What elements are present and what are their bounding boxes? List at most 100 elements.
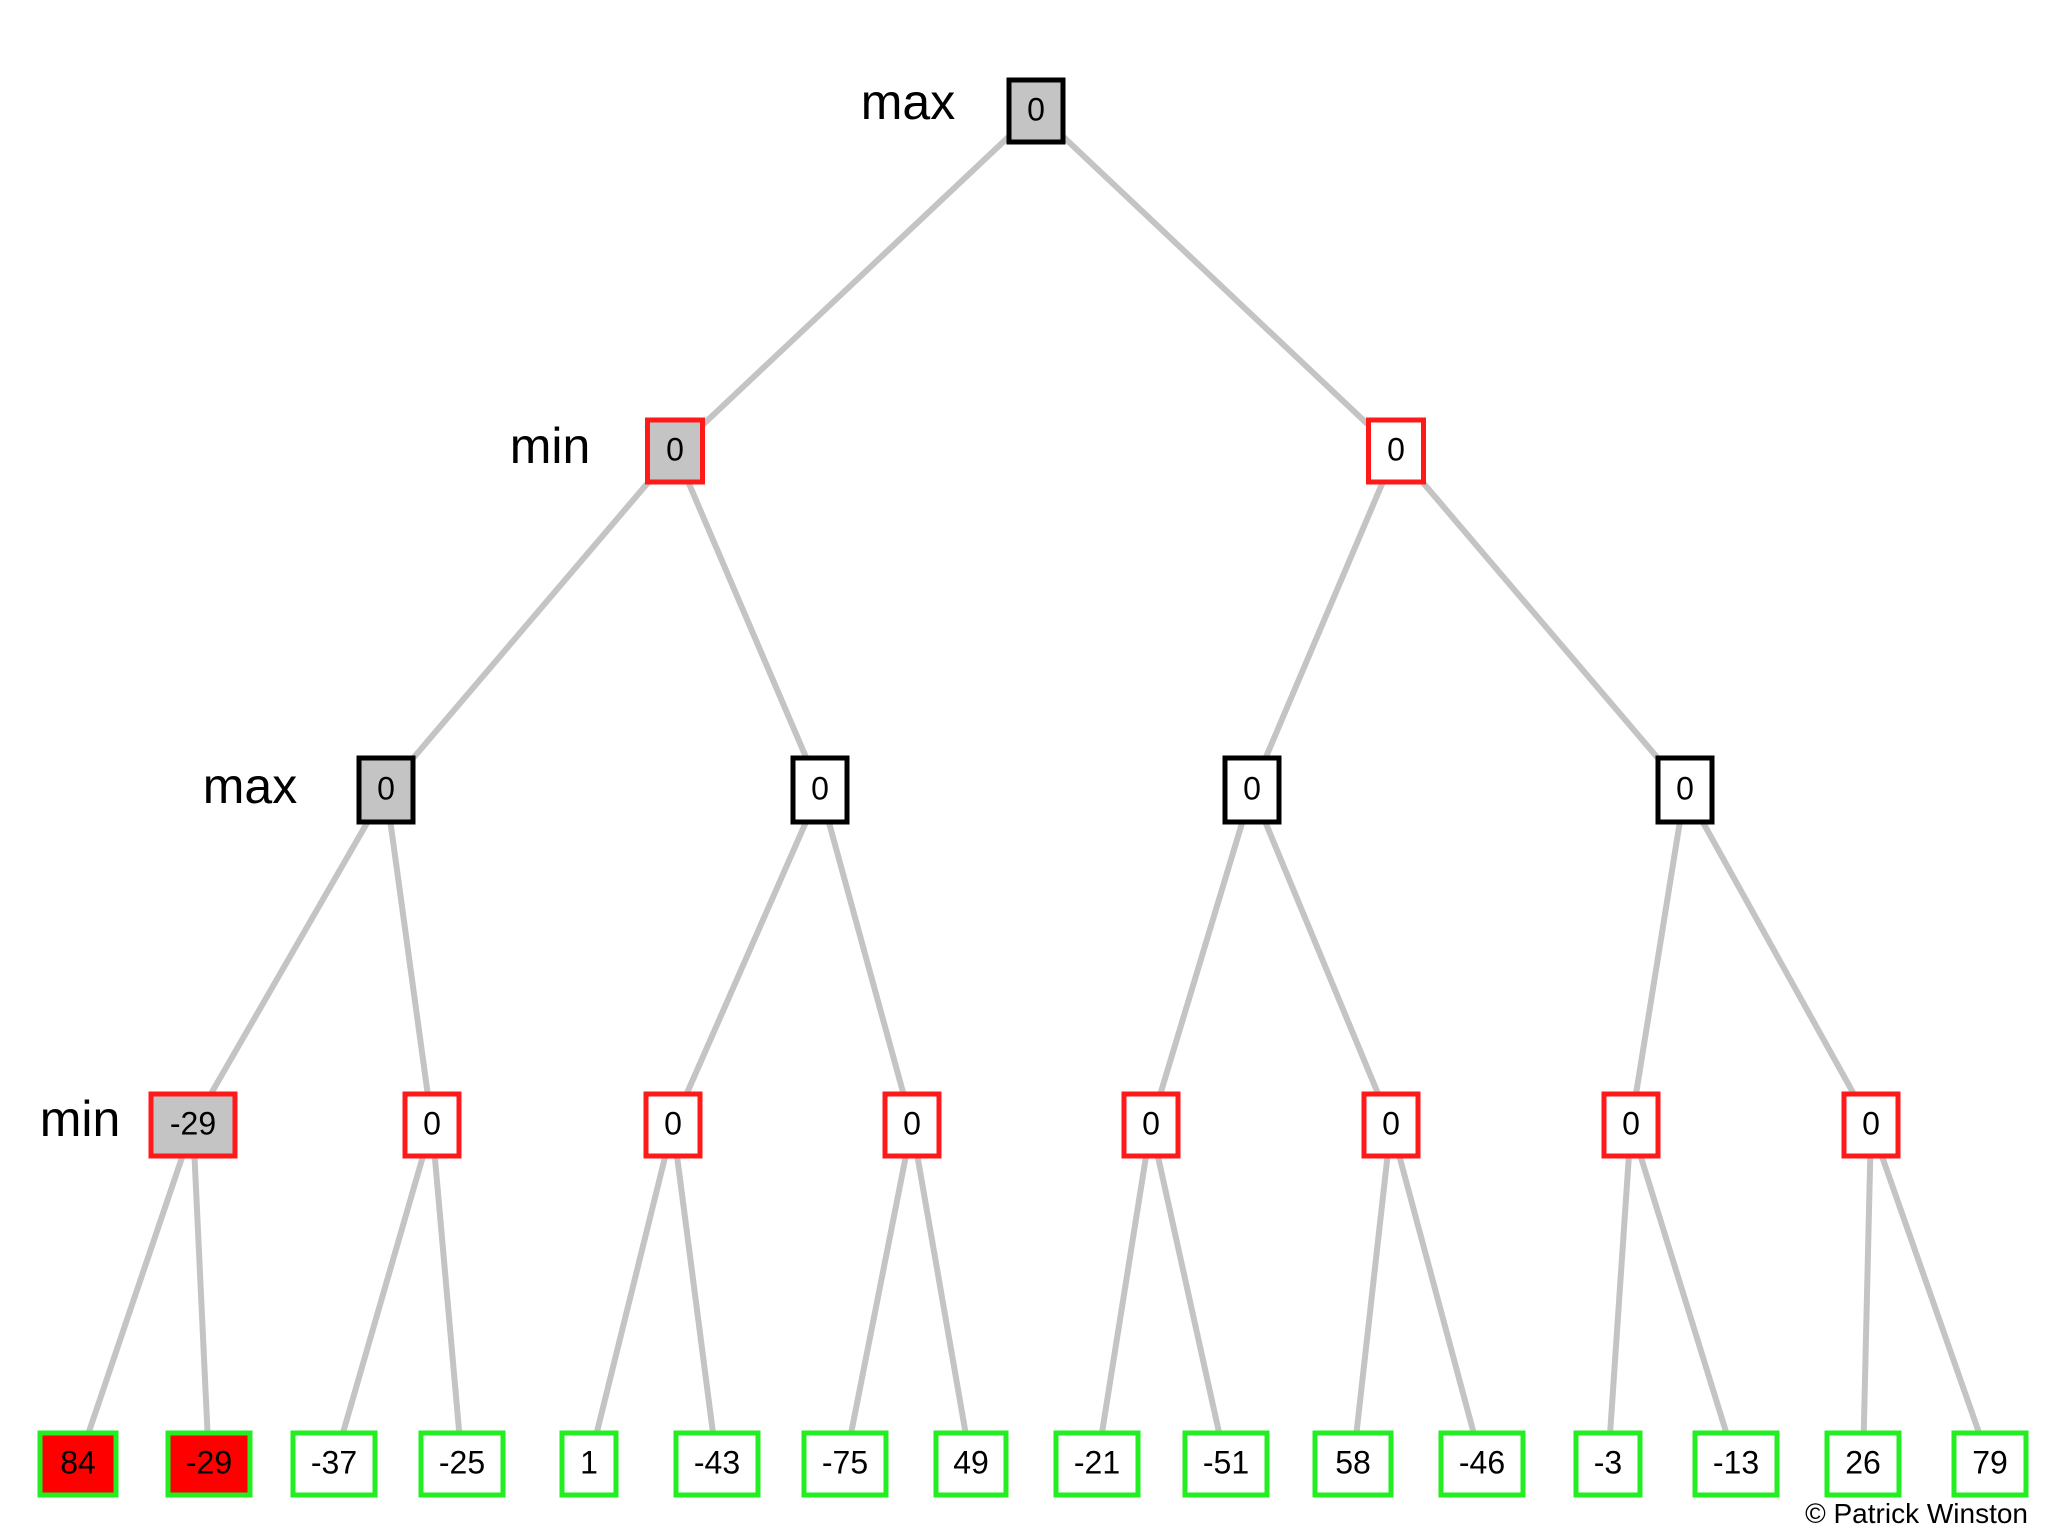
node-value: 0	[1622, 1105, 1640, 1141]
edges-layer	[75, 108, 1993, 1465]
tree-edge-n5-n11	[1148, 789, 1255, 1126]
node-box	[418, 1430, 506, 1498]
node-box	[1121, 1091, 1181, 1159]
node-value: 0	[1676, 770, 1694, 806]
node-box	[559, 1430, 619, 1498]
leaf-node-l10: 58	[1312, 1430, 1394, 1498]
tree-edge-n6-n13	[1628, 789, 1688, 1126]
node-box	[356, 755, 416, 825]
node-value: 84	[60, 1444, 96, 1480]
node-value: 26	[1845, 1444, 1881, 1480]
node-box	[673, 1430, 761, 1498]
node-value: 0	[1243, 770, 1261, 806]
node-box	[1841, 1091, 1901, 1159]
min-node-n9: 0	[643, 1091, 703, 1159]
min-node-n7: -29	[148, 1091, 238, 1159]
node-value: -75	[822, 1444, 868, 1480]
leaf-node-l1: -29	[165, 1430, 253, 1498]
tree-edge-n9-l5	[670, 1124, 720, 1465]
node-box	[1655, 755, 1715, 825]
node-box	[1366, 417, 1426, 485]
tree-edge-n9-l4	[586, 1124, 676, 1465]
node-box	[1824, 1430, 1902, 1498]
node-value: 58	[1335, 1444, 1371, 1480]
node-value: 0	[1027, 91, 1045, 127]
node-value: -29	[170, 1105, 216, 1141]
tree-edge-n8-l2	[331, 1124, 435, 1465]
max-node-n5: 0	[1222, 755, 1282, 825]
node-box	[1438, 1430, 1526, 1498]
leaf-node-l12: -3	[1573, 1430, 1643, 1498]
max-node-n3: 0	[356, 755, 416, 825]
node-box	[801, 1430, 889, 1498]
node-box	[290, 1430, 378, 1498]
node-value: 0	[1142, 1105, 1160, 1141]
tree-edge-n14-l15	[1868, 1124, 1993, 1465]
tree-edge-n3-n8	[383, 789, 435, 1126]
tree-edge-n12-l11	[1388, 1124, 1485, 1465]
tree-edge-n14-l14	[1860, 1124, 1874, 1465]
node-value: 79	[1972, 1444, 2008, 1480]
min-node-n1: 0	[645, 417, 705, 485]
tree-edge-n12-l10	[1350, 1124, 1394, 1465]
min-node-n12: 0	[1361, 1091, 1421, 1159]
tree-edge-n11-l8	[1094, 1124, 1154, 1465]
tree-edge-n5-n12	[1249, 788, 1394, 1127]
node-box	[37, 1430, 119, 1498]
node-value: -13	[1713, 1444, 1759, 1480]
node-box	[643, 1091, 703, 1159]
node-value: 0	[811, 770, 829, 806]
leaf-node-l3: -25	[418, 1430, 506, 1498]
node-box	[1951, 1430, 2029, 1498]
max-node-n6: 0	[1655, 755, 1715, 825]
node-value: -29	[186, 1444, 232, 1480]
node-value: 0	[666, 431, 684, 467]
node-value: 0	[1382, 1105, 1400, 1141]
min-node-n8: 0	[402, 1091, 462, 1159]
node-value: 0	[377, 770, 395, 806]
leaf-node-l8: -21	[1053, 1430, 1141, 1498]
node-value: 0	[903, 1105, 921, 1141]
node-box	[1006, 77, 1066, 145]
node-box	[148, 1091, 238, 1159]
node-box	[1053, 1430, 1141, 1498]
node-value: -37	[311, 1444, 357, 1480]
min-node-n11: 0	[1121, 1091, 1181, 1159]
max-node-n0: 0	[1006, 77, 1066, 145]
leaf-node-l2: -37	[290, 1430, 378, 1498]
node-value: 1	[580, 1444, 598, 1480]
tree-edge-n8-l3	[429, 1124, 465, 1465]
tree-edge-n13-l12	[1605, 1124, 1634, 1465]
node-value: -43	[694, 1444, 740, 1480]
node-box	[645, 417, 705, 485]
level-label-min-depth-3: min	[40, 1091, 121, 1147]
tree-edge-n13-l13	[1628, 1124, 1739, 1465]
level-label-max-depth-2: max	[203, 758, 297, 814]
leaf-node-l9: -51	[1182, 1430, 1270, 1498]
leaf-node-l4: 1	[559, 1430, 619, 1498]
min-node-n13: 0	[1601, 1091, 1661, 1159]
tree-edge-n11-l9	[1148, 1124, 1229, 1465]
tree-edge-n4-n9	[670, 788, 823, 1127]
node-box	[933, 1430, 1009, 1498]
node-box	[882, 1091, 942, 1159]
min-node-n10: 0	[882, 1091, 942, 1159]
node-value: -21	[1074, 1444, 1120, 1480]
leaf-node-l11: -46	[1438, 1430, 1526, 1498]
node-box	[1182, 1430, 1270, 1498]
node-value: -51	[1203, 1444, 1249, 1480]
node-box	[165, 1430, 253, 1498]
tree-edge-n1-n4	[672, 449, 823, 792]
node-box	[1312, 1430, 1394, 1498]
tree-edge-n4-n10	[817, 789, 915, 1126]
node-box	[1692, 1430, 1780, 1498]
leaf-node-l13: -13	[1692, 1430, 1780, 1498]
node-box	[402, 1091, 462, 1159]
leaf-node-l15: 79	[1951, 1430, 2029, 1498]
copyright-credit: © Patrick Winston	[1805, 1498, 2028, 1529]
node-value: 0	[664, 1105, 682, 1141]
tree-edge-n10-l7	[909, 1124, 974, 1465]
